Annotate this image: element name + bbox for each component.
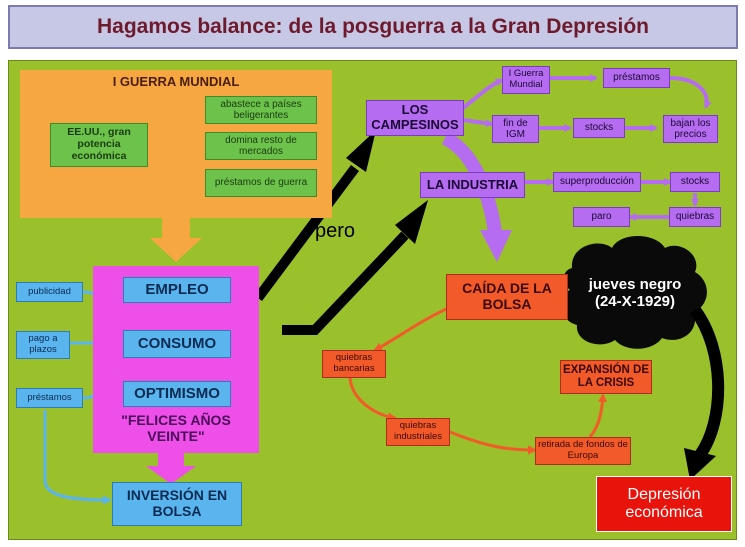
industry-quiebras: quiebras <box>669 207 721 227</box>
arrow-purple-to-caida <box>441 131 502 234</box>
quiebras-bancarias-node: quiebras bancarias <box>322 350 386 378</box>
peasant-guerra: I Guerra Mundial <box>502 66 550 94</box>
link-camp-guerra <box>461 78 504 110</box>
link-caida-bancarias <box>373 303 456 352</box>
industry-superproduccion: superproducción <box>553 172 641 192</box>
pero-label: pero <box>314 219 356 242</box>
page-title: Hagamos balance: de la posguerra a la Gr… <box>96 15 650 38</box>
link-bancarias-industriales <box>348 377 397 422</box>
arrow-twenties-to-inversion <box>146 450 196 484</box>
arrow-cloud-to-depresion-head <box>684 448 716 480</box>
arrow-pero-industria-head <box>395 200 428 244</box>
link-industriales-retirada <box>449 430 537 455</box>
caida-bolsa-node: CAÍDA DE LA BOLSA <box>446 274 568 320</box>
usa-node: EE.UU., gran potencia económica <box>50 123 148 167</box>
inversion-bolsa-node: INVERSIÓN EN BOLSA <box>112 482 242 526</box>
jueves-negro-cloud-shape <box>560 236 707 349</box>
arrow-cloud-to-depresion <box>690 306 725 459</box>
input-prestamos: préstamos <box>16 388 83 408</box>
arrow-pero-campesinos <box>253 165 360 301</box>
peasant-bajan-precios: bajan los precios <box>663 115 718 143</box>
arrow-pero-campesinos-head <box>346 130 376 172</box>
link-prestamos-inversion <box>43 410 112 505</box>
link-camp-fin <box>462 118 494 128</box>
optimismo-node: OPTIMISMO <box>123 381 231 407</box>
war-item-abastece: abastece a países beligerantes <box>205 96 317 124</box>
industry-paro: paro <box>573 207 630 227</box>
twenties-label: "FELICES AÑOS VEINTE" <box>121 412 231 444</box>
peasant-fin-igm: fin de IGM <box>492 115 539 143</box>
link-prestamos-bajan <box>669 76 712 109</box>
war-heading: I GUERRA MUNDIAL <box>112 73 240 89</box>
link-retirada-expansion <box>588 393 608 438</box>
depresion-economica-node: Depresión económica <box>596 476 732 532</box>
peasant-prestamos: préstamos <box>603 68 670 88</box>
campesinos-node: LOS CAMPESINOS <box>366 100 464 136</box>
war-item-domina: domina resto de mercados <box>205 132 317 160</box>
input-publicidad: publicidad <box>16 282 83 302</box>
war-item-prestamos: préstamos de guerra <box>205 169 317 197</box>
consumo-node: CONSUMO <box>123 330 231 358</box>
arrow-purple-to-caida-head <box>480 230 512 262</box>
title-bar: Hagamos balance: de la posguerra a la Gr… <box>8 5 738 49</box>
industria-node: LA INDUSTRIA <box>420 172 525 198</box>
arrow-war-to-twenties <box>150 210 202 262</box>
input-pago-plazos: pago a plazos <box>16 331 70 359</box>
jueves-negro-label: jueves negro (24-X-1929) <box>588 275 682 310</box>
quiebras-industriales-node: quiebras industriales <box>386 418 450 446</box>
expansion-crisis-node: EXPANSIÓN DE LA CRISIS <box>560 360 652 394</box>
industry-stocks: stocks <box>670 172 720 192</box>
arrow-pero-industria <box>282 231 409 335</box>
peasant-stocks: stocks <box>573 118 625 138</box>
retirada-fondos-node: retirada de fondos de Europa <box>535 437 631 465</box>
empleo-node: EMPLEO <box>123 277 231 303</box>
